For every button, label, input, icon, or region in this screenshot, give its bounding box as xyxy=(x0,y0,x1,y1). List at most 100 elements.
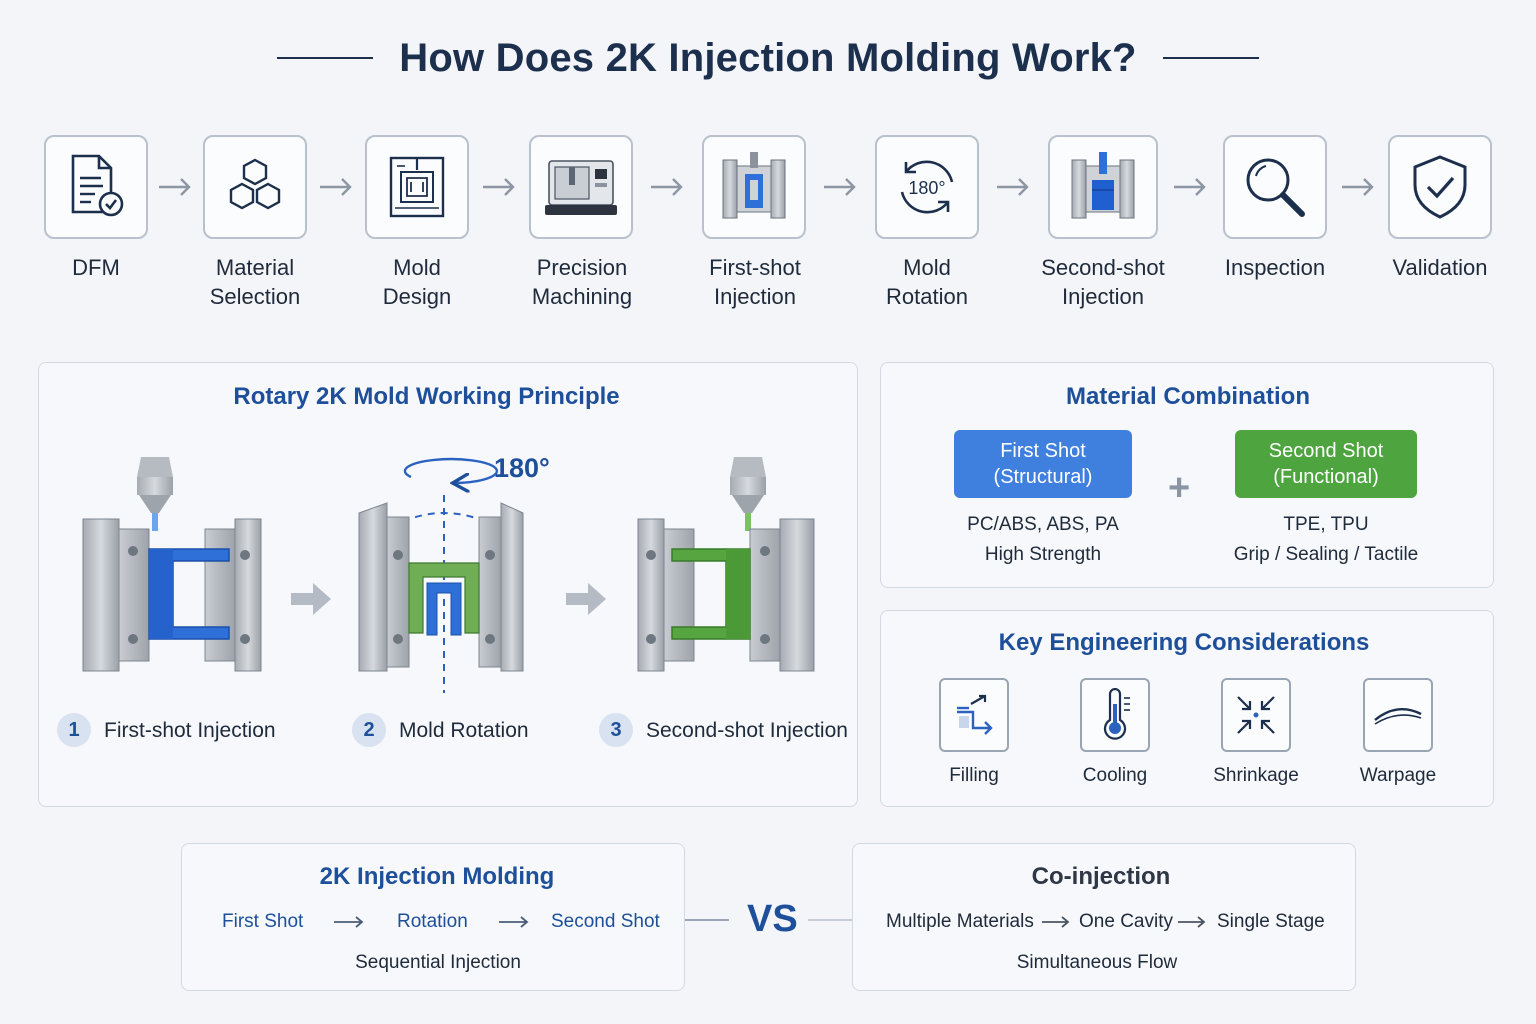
step-label-inspection: Inspection xyxy=(1224,255,1326,280)
rotation-180-icon: 180° xyxy=(900,160,954,214)
arrow-right-icon xyxy=(159,178,191,196)
flow-arrow-icon xyxy=(1178,916,1206,928)
co-flow-step-3: Single Stage xyxy=(1217,911,1325,932)
stage-3-label: Second-shot Injection xyxy=(646,719,848,742)
first-shot-mold-icon xyxy=(722,152,786,219)
filling-icon xyxy=(957,694,993,735)
rotation-degree-label: 180° xyxy=(494,453,550,483)
title-row: How Does 2K Injection Molding Work? xyxy=(0,28,1536,88)
shrinkage-label: Shrinkage xyxy=(1213,765,1299,786)
co-flow-step-1: Multiple Materials xyxy=(886,911,1034,932)
second-shot-card: Second Shot (Functional) xyxy=(1235,430,1417,498)
warpage-label: Warpage xyxy=(1359,765,1437,786)
vs-line-right xyxy=(808,919,852,921)
stage-3-badge: 3 xyxy=(599,713,633,747)
magnifier-icon xyxy=(1246,158,1305,217)
shield-check-icon xyxy=(1413,155,1467,219)
first-shot-material-list: PC/ABS, ABS, PA xyxy=(967,514,1119,535)
step-rotation-box: 180° xyxy=(875,135,979,239)
step-dfm-box xyxy=(44,135,148,239)
plus-sign: + xyxy=(1168,467,1191,509)
first-shot-materials: PC/ABS, ABS, PA High Strength xyxy=(923,510,1163,570)
thermometer-icon xyxy=(1103,688,1130,740)
step-material-box xyxy=(203,135,307,239)
warpage-box xyxy=(1363,678,1433,752)
filling-box xyxy=(939,678,1009,752)
title-rule-left xyxy=(277,57,374,59)
shrink-arrows-icon xyxy=(1237,696,1275,734)
document-check-icon xyxy=(71,154,124,217)
2k-molding-title: 2K Injection Molding xyxy=(319,863,555,890)
shrinkage-box xyxy=(1221,678,1291,752)
co-injection-subtitle: Simultaneous Flow xyxy=(1016,952,1178,973)
second-shot-mold-icon xyxy=(1071,152,1135,219)
arrow-right-icon xyxy=(651,178,683,196)
second-shot-property: Grip / Sealing / Tactile xyxy=(1233,544,1419,565)
stage-2-label: Mold Rotation xyxy=(399,719,529,742)
second-shot-subtitle: (Functional) xyxy=(1273,466,1379,488)
mold-blueprint-icon xyxy=(389,156,445,218)
stage1-mold-illustration xyxy=(82,457,262,672)
vs-line-left xyxy=(685,919,729,921)
second-shot-title: Second Shot xyxy=(1268,440,1384,462)
step-machining-box xyxy=(529,135,633,239)
flow-arrow-icon xyxy=(334,916,364,928)
step-label-dfm: DFM xyxy=(72,255,120,280)
arrow-right-icon xyxy=(997,178,1029,196)
filling-label: Filling xyxy=(949,765,999,786)
hexagon-cluster-icon xyxy=(229,158,281,210)
material-panel-title: Material Combination xyxy=(1065,383,1311,410)
material-combination-panel: Material Combination First Shot (Structu… xyxy=(880,362,1494,588)
first-shot-card: First Shot (Structural) xyxy=(954,430,1132,498)
cnc-machine-icon xyxy=(545,160,617,215)
stage-1-label: First-shot Injection xyxy=(104,719,276,742)
first-shot-subtitle: (Structural) xyxy=(993,466,1093,488)
flow-arrow-icon xyxy=(499,916,529,928)
cooling-box xyxy=(1080,678,1150,752)
flow-arrow-icon xyxy=(1042,916,1070,928)
arrow-right-icon xyxy=(1174,178,1206,196)
arrow-right-icon xyxy=(1342,178,1374,196)
warpage-curve-icon xyxy=(1374,708,1422,725)
second-shot-materials: TPE, TPU Grip / Sealing / Tactile xyxy=(1206,510,1446,570)
arrow-right-icon xyxy=(320,178,352,196)
stage-arrow-icon xyxy=(291,583,331,615)
cooling-label: Cooling xyxy=(1082,765,1148,786)
considerations-panel-title: Key Engineering Considerations xyxy=(998,629,1370,656)
rotary-panel-title: Rotary 2K Mold Working Principle xyxy=(233,383,620,410)
stage-arrow-icon xyxy=(566,583,606,615)
step-mold-design-box xyxy=(365,135,469,239)
first-shot-property: High Strength xyxy=(984,544,1102,565)
2k-flow-step-1: First Shot xyxy=(222,911,304,932)
stage-1-badge: 1 xyxy=(57,713,91,747)
step-label-validation: Validation xyxy=(1392,255,1488,280)
step-first-shot-box xyxy=(702,135,806,239)
rotation-icon-text: 180° xyxy=(908,178,945,198)
2k-molding-subtitle: Sequential Injection xyxy=(355,952,521,973)
title-rule-right xyxy=(1162,57,1259,59)
engineering-considerations-panel: Key Engineering Considerations Filling C… xyxy=(880,610,1494,807)
stage-2-badge: 2 xyxy=(352,713,386,747)
arrow-right-icon xyxy=(483,178,515,196)
step-second-shot-box xyxy=(1048,135,1158,239)
step-inspection-box xyxy=(1223,135,1327,239)
co-injection-card: Co-injection Multiple Materials One Cavi… xyxy=(852,843,1356,991)
step-validation-box xyxy=(1388,135,1492,239)
second-shot-material-list: TPE, TPU xyxy=(1283,514,1369,535)
rotary-principle-panel: Rotary 2K Mold Working Principle 180° xyxy=(38,362,858,807)
first-shot-title: First Shot xyxy=(1000,440,1086,462)
2k-flow-step-3: Second Shot xyxy=(551,911,660,932)
vs-label: VS xyxy=(747,898,798,940)
page-title: How Does 2K Injection Molding Work? xyxy=(399,35,1137,80)
arrow-right-icon xyxy=(824,178,856,196)
stage3-mold-illustration xyxy=(637,457,815,672)
2k-molding-card: 2K Injection Molding First Shot Rotation… xyxy=(181,843,685,991)
stage2-mold-illustration xyxy=(358,457,524,693)
2k-flow-step-2: Rotation xyxy=(397,911,468,932)
